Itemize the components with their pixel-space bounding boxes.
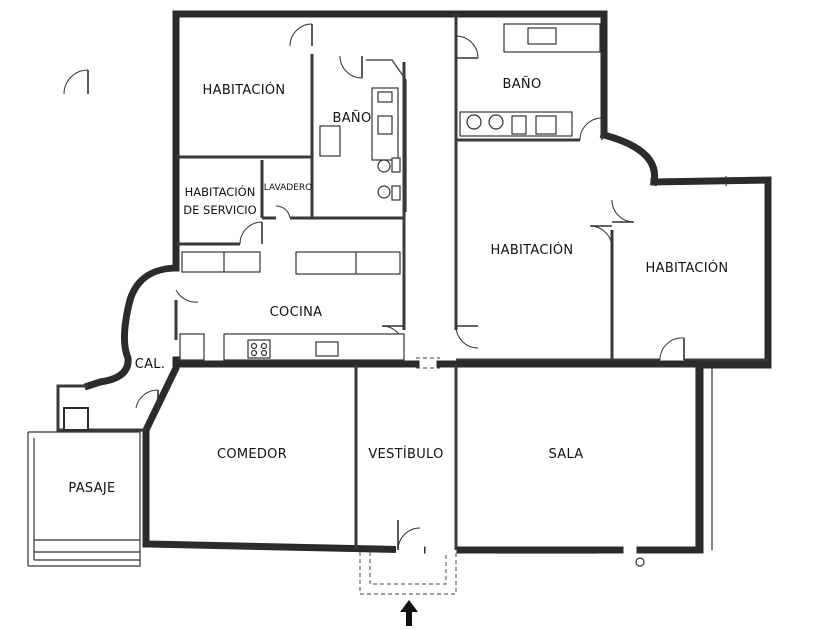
fixtures <box>179 23 601 361</box>
entrance-arrow-icon <box>400 600 418 626</box>
outer-walls <box>56 10 772 554</box>
room-labels: HABITACIÓN BAÑO BAÑO HABITACIÓN DE SERVI… <box>68 76 728 496</box>
room-label-lavadero: LAVADERO <box>264 183 313 193</box>
room-label-habitacion-2: HABITACIÓN <box>491 242 574 258</box>
doors <box>63 23 685 595</box>
pasaje-balcony <box>27 431 141 567</box>
room-label-habitacion-servicio-2: DE SERVICIO <box>183 203 256 217</box>
room-label-cocina: COCINA <box>270 305 323 320</box>
interior-walls <box>172 14 768 550</box>
room-label-habitacion-servicio-1: HABITACIÓN <box>185 184 256 199</box>
room-label-habitacion-3: HABITACIÓN <box>646 260 729 276</box>
room-label-habitacion-1: HABITACIÓN <box>203 82 286 98</box>
room-label-bano-2: BAÑO <box>503 76 542 92</box>
room-label-bano-1: BAÑO <box>333 110 372 126</box>
room-label-cal: CAL. <box>135 357 166 372</box>
windows <box>216 176 727 567</box>
room-label-pasaje: PASAJE <box>68 481 115 496</box>
room-label-comedor: COMEDOR <box>217 447 287 462</box>
room-label-vestibulo: VESTÍBULO <box>368 446 443 462</box>
room-label-sala: SALA <box>548 447 583 462</box>
